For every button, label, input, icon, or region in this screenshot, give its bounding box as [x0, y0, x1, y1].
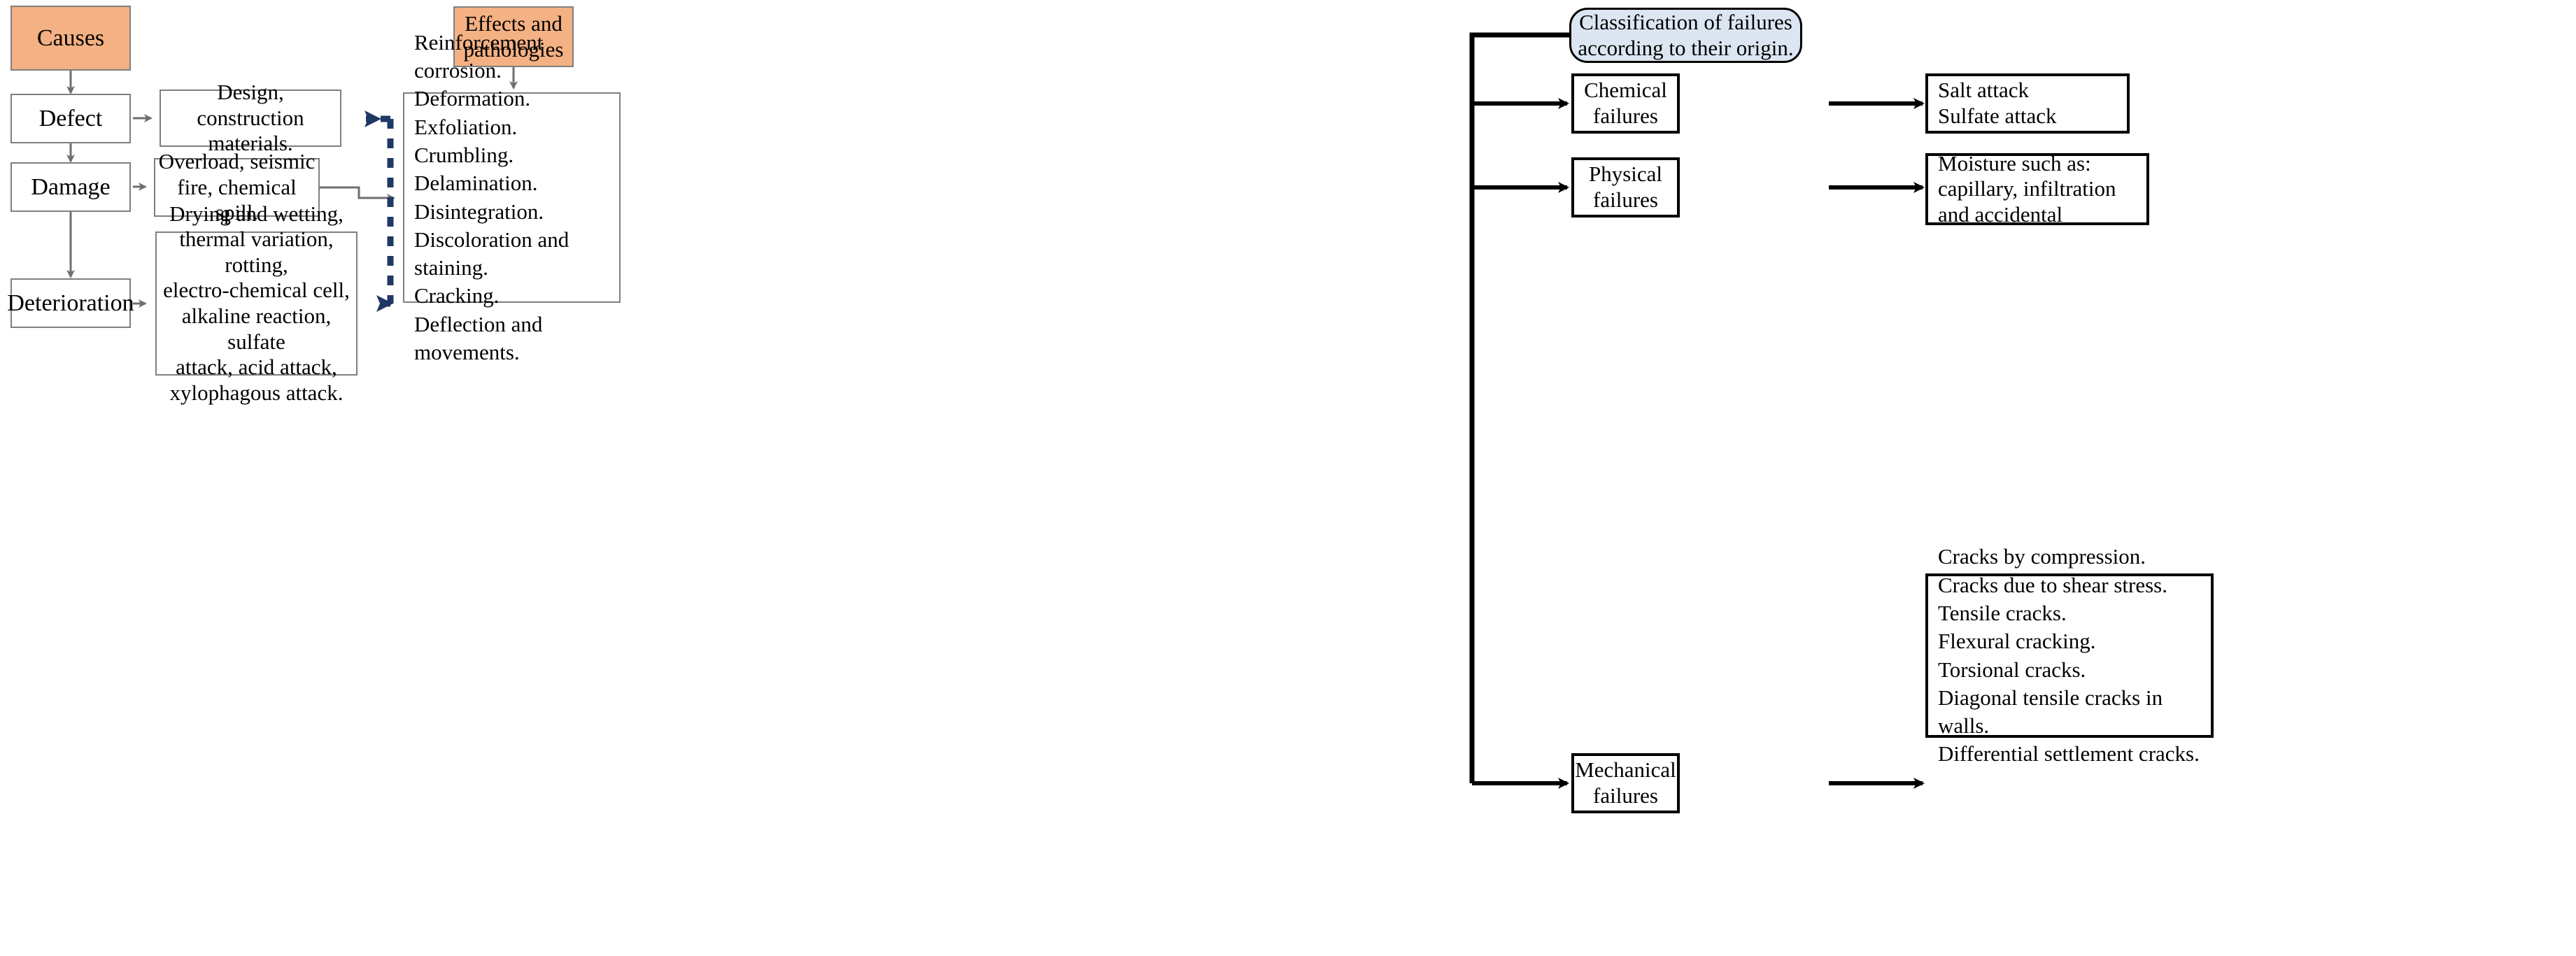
classification-header-label: Classification of failures according to … [1578, 9, 1794, 60]
category-detail-chemical-text: Salt attack Sulfate attack [1938, 78, 2057, 128]
category-label-mechanical: Mechanical failures [1575, 757, 1676, 808]
cause-box-deterioration: Deterioration [7, 278, 134, 328]
category-box-mechanical: Mechanical failures [1571, 753, 1680, 813]
category-label-physical: Physical failures [1588, 162, 1663, 212]
effects-list-box: Reinforcement corrosion. Deformation. Ex… [403, 30, 621, 364]
category-detail-chemical: Salt attack Sulfate attack [1925, 73, 2130, 134]
cause-detail-drying: Drying and wetting, thermal variation, r… [155, 201, 358, 405]
causes-header-box: Causes [10, 6, 131, 71]
arrow-overload-to-effects [318, 186, 395, 202]
classification-header-box: Classification of failures according to … [1569, 8, 1802, 63]
category-box-physical: Physical failures [1571, 157, 1680, 217]
category-label-chemical: Chemical failures [1584, 78, 1667, 128]
feedback-connector-dashed [365, 110, 394, 312]
category-box-chemical: Chemical failures [1571, 73, 1680, 134]
category-detail-mechanical: Cracks by compression. Cracks due to she… [1925, 544, 2214, 766]
cause-label-deterioration: Deterioration [7, 290, 134, 316]
cause-box-damage: Damage [10, 162, 131, 212]
cause-label-damage: Damage [31, 173, 111, 200]
cause-detail-design: Design, construction materials. [160, 80, 341, 155]
category-detail-physical-text: Moisture such as: capillary, infiltratio… [1938, 150, 2116, 227]
classification-trunk [1469, 32, 1569, 789]
cause-label-defect: Defect [38, 105, 103, 131]
category-detail-mechanical-text: Cracks by compression. Cracks due to she… [1938, 544, 2200, 766]
effects-list-text: Reinforcement corrosion. Deformation. Ex… [414, 29, 569, 364]
cause-box-defect: Defect [10, 94, 131, 143]
cause-detail-drying-text: Drying and wetting, thermal variation, r… [163, 201, 350, 405]
effects-header-label: Effects and pathologies [463, 10, 564, 62]
cause-detail-design-text: Design, construction materials. [197, 80, 304, 156]
effects-header-box: Effects and pathologies [453, 6, 574, 67]
causes-header-label: Causes [36, 24, 105, 51]
cause-detail-overload: Overload, seismic fire, chemical spill. [154, 149, 320, 224]
category-detail-physical: Moisture such as: capillary, infiltratio… [1925, 150, 2149, 227]
cause-detail-overload-text: Overload, seismic fire, chemical spill. [158, 149, 316, 225]
